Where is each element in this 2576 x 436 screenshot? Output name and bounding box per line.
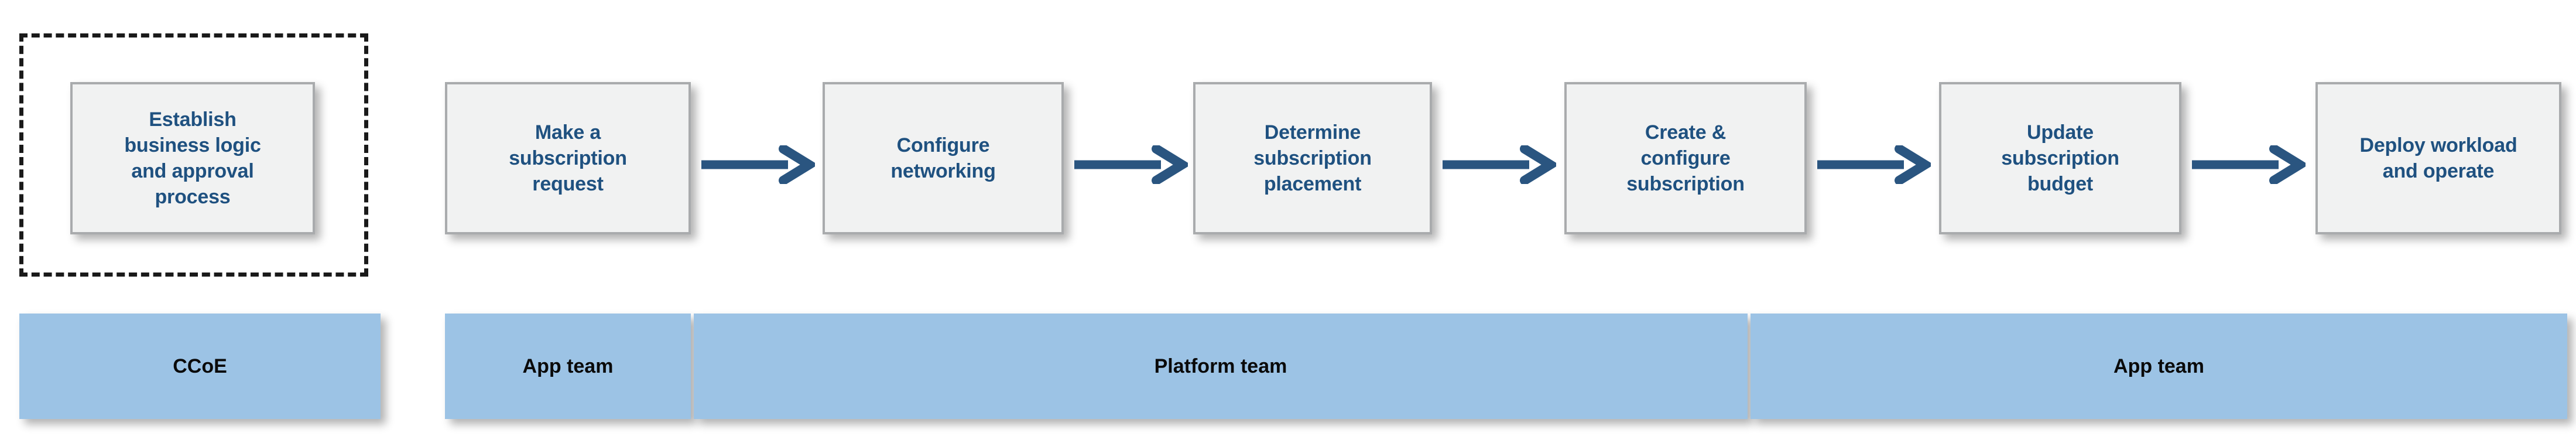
process-step-establish-business-logic[interactable]: Establish business logic and approval pr…	[70, 82, 315, 234]
process-step-deploy-workload-and-operate[interactable]: Deploy workload and operate	[2315, 82, 2561, 234]
team-band-app-team-right[interactable]: App team	[1751, 314, 2567, 419]
flow-arrow-right-icon	[701, 145, 815, 184]
team-band-app-team-left[interactable]: App team	[445, 314, 691, 419]
team-band-ccoe[interactable]: CCoE	[19, 314, 381, 419]
process-step-label: Deploy workload and operate	[2359, 134, 2517, 182]
process-step-create-configure-subscription[interactable]: Create & configure subscription	[1564, 82, 1807, 234]
flow-arrow-right-icon	[2192, 145, 2306, 184]
process-step-label: Configure networking	[890, 134, 996, 182]
process-step-make-subscription-request[interactable]: Make a subscription request	[445, 82, 691, 234]
process-step-label: Make a subscription request	[509, 121, 627, 196]
team-band-label: App team	[2113, 355, 2204, 377]
ccoe-scope-dashed-frame	[19, 33, 368, 277]
flow-arrow-right-icon	[1817, 145, 1931, 184]
flow-arrow-right-icon	[1443, 145, 1556, 184]
team-band-label: Platform team	[1154, 355, 1287, 377]
process-step-update-subscription-budget[interactable]: Update subscription budget	[1939, 82, 2181, 234]
process-step-configure-networking[interactable]: Configure networking	[823, 82, 1064, 234]
team-band-label: CCoE	[173, 355, 227, 377]
team-band-platform-team[interactable]: Platform team	[694, 314, 1748, 419]
process-step-determine-subscription-placement[interactable]: Determine subscription placement	[1193, 82, 1432, 234]
process-step-label: Create & configure subscription	[1626, 121, 1745, 196]
process-step-label: Determine subscription placement	[1253, 121, 1372, 196]
process-step-label: Update subscription budget	[2001, 121, 2119, 196]
team-band-label: App team	[522, 355, 614, 377]
flow-arrow-right-icon	[1074, 145, 1188, 184]
process-step-label: Establish business logic and approval pr…	[124, 108, 261, 209]
